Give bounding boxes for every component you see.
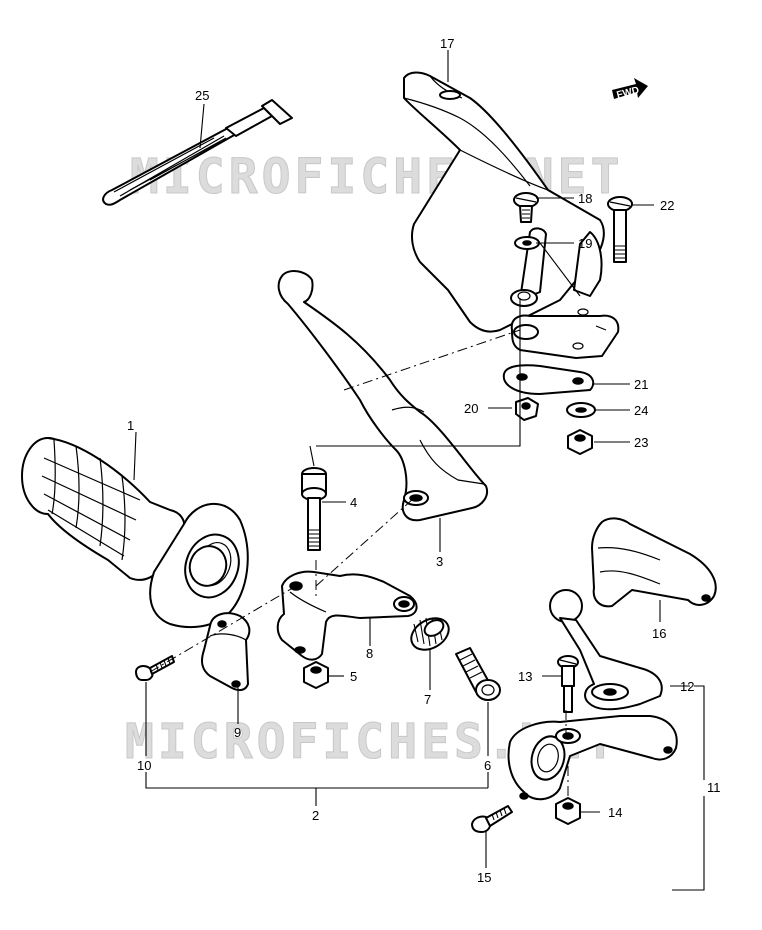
callout-15: 15 (477, 870, 491, 885)
part-4-pivot-bolt (301, 467, 327, 551)
callout-11: 11 (707, 780, 721, 795)
part-18-screw (513, 192, 539, 223)
part-1-grip (21, 437, 249, 629)
callout-21: 21 (634, 377, 648, 392)
part-23-nut (567, 429, 593, 455)
svg-text:FWD: FWD (616, 85, 641, 101)
guard-bracket (510, 227, 620, 359)
callout-20: 20 (464, 401, 478, 416)
callout-6: 6 (484, 758, 491, 773)
callout-14: 14 (608, 805, 622, 820)
callout-13: 13 (518, 669, 532, 684)
part-24-washer (566, 402, 596, 418)
part-5-nut (303, 661, 329, 689)
callout-5: 5 (350, 669, 357, 684)
part-3-lever (277, 270, 488, 522)
part-25-cable-tie (102, 99, 293, 206)
callout-10: 10 (137, 758, 151, 773)
part-10-screw (135, 655, 175, 681)
callout-7: 7 (424, 692, 431, 707)
callout-3: 3 (436, 554, 443, 569)
part-20-nut (515, 397, 539, 421)
part-14-nut (555, 797, 581, 825)
part-12-lever (549, 589, 663, 711)
callout-22: 22 (660, 198, 674, 213)
part-15-screw (471, 805, 513, 833)
callout-2: 2 (312, 808, 319, 823)
callout-19: 19 (578, 236, 592, 251)
callout-labels: 1 2 3 4 5 6 7 8 9 10 11 12 13 14 15 16 1… (127, 36, 721, 885)
callout-8: 8 (366, 646, 373, 661)
callout-12: 12 (680, 679, 694, 694)
part-13-pivot-bolt (557, 655, 579, 713)
part-19-washer (514, 236, 540, 250)
callout-17: 17 (440, 36, 454, 51)
callout-23: 23 (634, 435, 648, 450)
fwd-arrow-icon: FWD (612, 78, 648, 101)
part-22-bolt (607, 196, 633, 263)
part-21-plate (502, 364, 595, 395)
callout-16: 16 (652, 626, 666, 641)
part-6-adjuster (455, 647, 501, 701)
callout-25: 25 (195, 88, 209, 103)
assembly-centerlines (149, 329, 569, 800)
callout-24: 24 (634, 403, 648, 418)
callout-1: 1 (127, 418, 134, 433)
part-8-lever-holder (276, 570, 418, 661)
part-9-clamp (201, 612, 251, 692)
part-7-lock-nut (410, 617, 450, 651)
callout-9: 9 (234, 725, 241, 740)
part-16-boot (591, 517, 717, 608)
leader-lines (133, 50, 705, 891)
callout-18: 18 (578, 191, 592, 206)
callout-4: 4 (350, 495, 357, 510)
